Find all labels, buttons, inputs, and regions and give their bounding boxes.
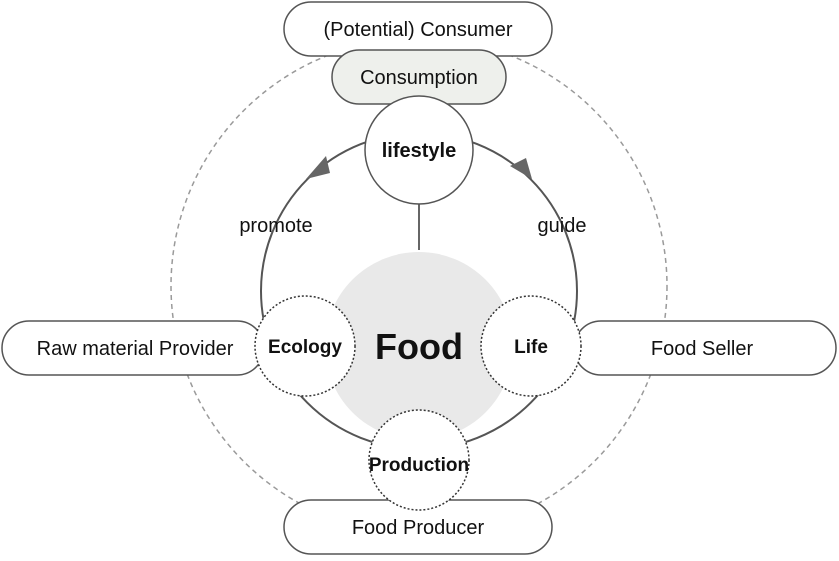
guide-label: guide (538, 215, 587, 237)
life-label: Life (514, 337, 548, 358)
consumption-label: Consumption (360, 67, 478, 89)
food-label: Food (375, 326, 463, 367)
production-label: Production (369, 455, 469, 476)
life-circle (480, 295, 582, 397)
ecology-circle (254, 295, 356, 397)
promote-arrow-head (306, 156, 330, 179)
food-center-disc (325, 252, 513, 440)
lifestyle-circle (364, 95, 474, 205)
consumer-label: (Potential) Consumer (324, 19, 513, 41)
producer-label: Food Producer (352, 517, 485, 539)
lifestyle-label: lifestyle (382, 140, 456, 162)
seller-label: Food Seller (651, 338, 754, 360)
production-circle (368, 409, 470, 511)
ecology-label: Ecology (268, 337, 342, 358)
promote-label: promote (239, 215, 312, 237)
raw-provider-label: Raw material Provider (37, 338, 234, 360)
guide-arrow-head (510, 158, 532, 179)
